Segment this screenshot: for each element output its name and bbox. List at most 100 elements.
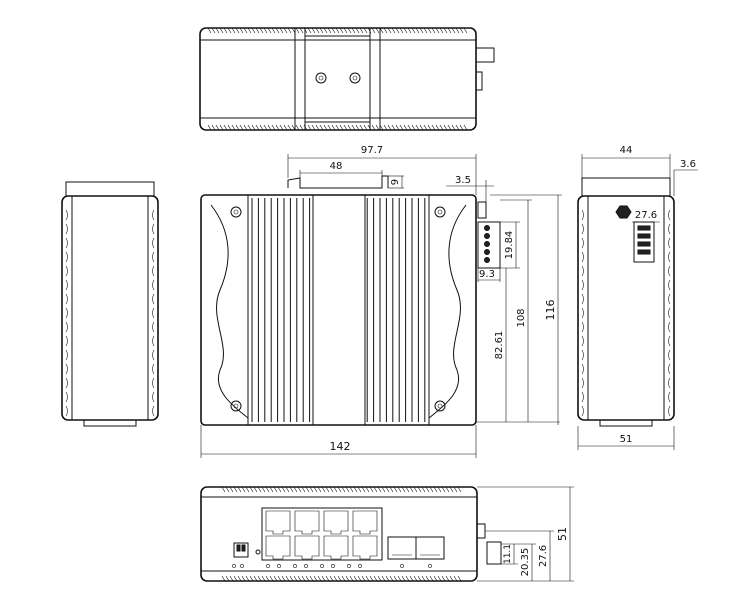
fin-hatch — [245, 575, 250, 582]
fin-hatch — [341, 486, 346, 493]
fin-hatch — [353, 575, 358, 582]
side-rib — [581, 307, 584, 319]
fin-hatch — [221, 486, 226, 493]
side-rib — [668, 209, 671, 221]
fin-hatch — [281, 575, 286, 582]
fin-hatch — [431, 27, 436, 34]
fin-hatch — [437, 486, 442, 493]
side-rib — [152, 279, 155, 291]
fin-hatch — [269, 575, 274, 582]
fin-hatch — [385, 486, 390, 493]
fin-hatch — [463, 124, 468, 131]
fin-hatch — [295, 124, 300, 131]
fin-hatch — [459, 124, 464, 131]
fin-hatch — [393, 486, 398, 493]
fin-hatch — [277, 486, 282, 493]
side-rib — [65, 321, 68, 333]
fin-hatch — [263, 27, 268, 34]
side-rib — [65, 335, 68, 347]
fin-hatch — [283, 27, 288, 34]
fin-hatch — [265, 575, 270, 582]
fin-hatch — [443, 27, 448, 34]
side-connector-pins — [637, 225, 651, 255]
fin-hatch — [379, 27, 384, 34]
rj45-block — [261, 507, 383, 561]
fin-hatch — [233, 575, 238, 582]
fin-hatch — [447, 27, 452, 34]
fin-hatch — [359, 27, 364, 34]
fin-hatch — [425, 486, 430, 493]
side-rib — [668, 405, 671, 417]
fin-hatch — [219, 124, 224, 131]
fin-hatch — [405, 486, 410, 493]
dim-44: 44 — [620, 145, 633, 156]
fin-hatch — [339, 27, 344, 34]
dimension-lines — [200, 154, 698, 582]
fin-hatch — [433, 575, 438, 582]
side-rib — [65, 209, 68, 221]
fin-hatch — [343, 27, 348, 34]
fin-hatch — [279, 27, 284, 34]
fin-hatch — [441, 486, 446, 493]
fin-hatch — [299, 27, 304, 34]
rj45-port — [265, 535, 291, 560]
side-rib — [152, 391, 155, 403]
fin-hatch — [235, 27, 240, 34]
fin-hatch — [223, 27, 228, 34]
side-rib — [152, 209, 155, 221]
fin-hatch — [221, 575, 226, 582]
fin-hatch — [363, 124, 368, 131]
side-rib — [65, 251, 68, 263]
fin-hatch — [445, 486, 450, 493]
fin-hatch — [387, 124, 392, 131]
fin-hatch — [369, 486, 374, 493]
side-rib — [668, 349, 671, 361]
fin-hatch — [449, 486, 454, 493]
fin-hatch — [275, 124, 280, 131]
fin-hatch — [253, 575, 258, 582]
fin-hatch — [287, 124, 292, 131]
fin-hatch — [319, 27, 324, 34]
fin-hatch — [231, 27, 236, 34]
fin-hatch — [211, 124, 216, 131]
fin-hatch — [447, 124, 452, 131]
fin-hatch — [345, 486, 350, 493]
led-dot — [304, 564, 308, 568]
fin-hatch — [271, 124, 276, 131]
fin-hatch — [273, 486, 278, 493]
fin-hatch — [303, 27, 308, 34]
fin-hatch — [247, 27, 252, 34]
fin-hatch — [315, 124, 320, 131]
fin-hatch — [439, 124, 444, 131]
fin-hatch — [355, 124, 360, 131]
side-rib — [668, 223, 671, 235]
fin-hatch — [391, 27, 396, 34]
right-side-view — [577, 177, 675, 427]
fin-hatch — [377, 486, 382, 493]
fin-hatch — [235, 124, 240, 131]
rj45-port — [352, 510, 378, 535]
fin-hatch — [387, 27, 392, 34]
fin-hatch — [383, 27, 388, 34]
fin-hatch — [311, 124, 316, 131]
rj45-port — [265, 510, 291, 535]
dim-20-35: 20.35 — [520, 548, 531, 577]
side-rib — [581, 293, 584, 305]
fin-hatch — [389, 486, 394, 493]
side-rib — [152, 405, 155, 417]
fin-hatch — [307, 27, 312, 34]
led-dot — [347, 564, 351, 568]
fin-hatch — [317, 486, 322, 493]
fin-hatch — [439, 27, 444, 34]
fin-hatch — [375, 124, 380, 131]
fin-hatch — [305, 575, 310, 582]
side-rib — [65, 307, 68, 319]
fin-hatch — [325, 486, 330, 493]
fin-hatch — [259, 27, 264, 34]
fin-hatch — [291, 27, 296, 34]
top-fins-lower — [207, 124, 468, 131]
fin-hatch — [307, 124, 312, 131]
rj45-port — [323, 510, 349, 535]
led-dot — [293, 564, 297, 568]
side-rib — [668, 251, 671, 263]
